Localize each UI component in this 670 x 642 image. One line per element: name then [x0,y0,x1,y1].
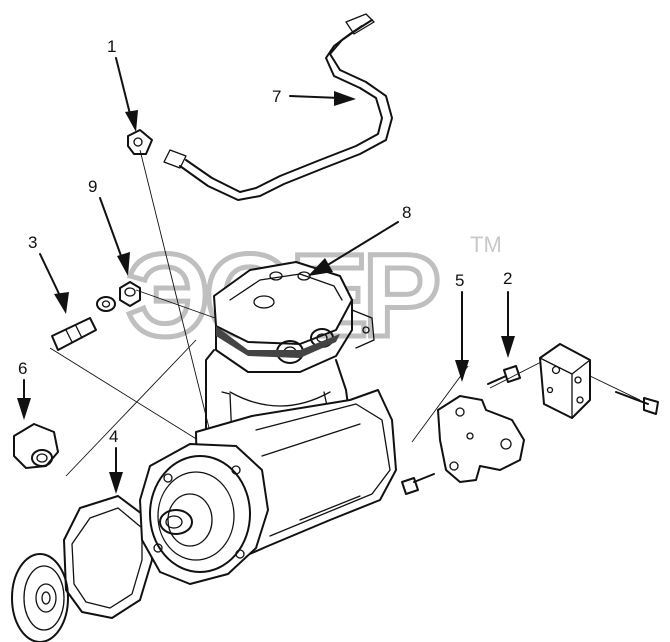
alignment-lines [49,149,641,477]
callout-2: 2 [503,269,512,288]
gasket [63,495,153,619]
stud-plug [51,317,97,351]
callout-arrows [17,57,515,494]
elbow-fitting-top [127,129,153,155]
capscrew-bracket-top [487,365,521,385]
pulley [11,553,69,642]
capscrew-spacer [615,391,659,415]
washer [96,296,116,312]
callout-labels: 1 2 3 4 5 6 7 8 9 [18,37,512,446]
callout-7: 7 [272,87,281,106]
air-compressor [139,261,397,585]
watermark-trademark: TM [470,232,502,257]
callout-1: 1 [107,37,116,56]
callout-6: 6 [18,359,27,378]
elbow-fitting-side [13,423,59,469]
callout-8: 8 [402,203,411,222]
callout-9: 9 [88,177,97,196]
capscrew-bracket-bottom [401,473,435,495]
callout-4: 4 [109,427,118,446]
discharge-tube [163,13,393,201]
nut [119,281,141,307]
mounting-bracket [437,395,525,483]
callout-3: 3 [28,233,37,252]
callout-5: 5 [455,271,464,290]
spacer-block [539,343,591,419]
